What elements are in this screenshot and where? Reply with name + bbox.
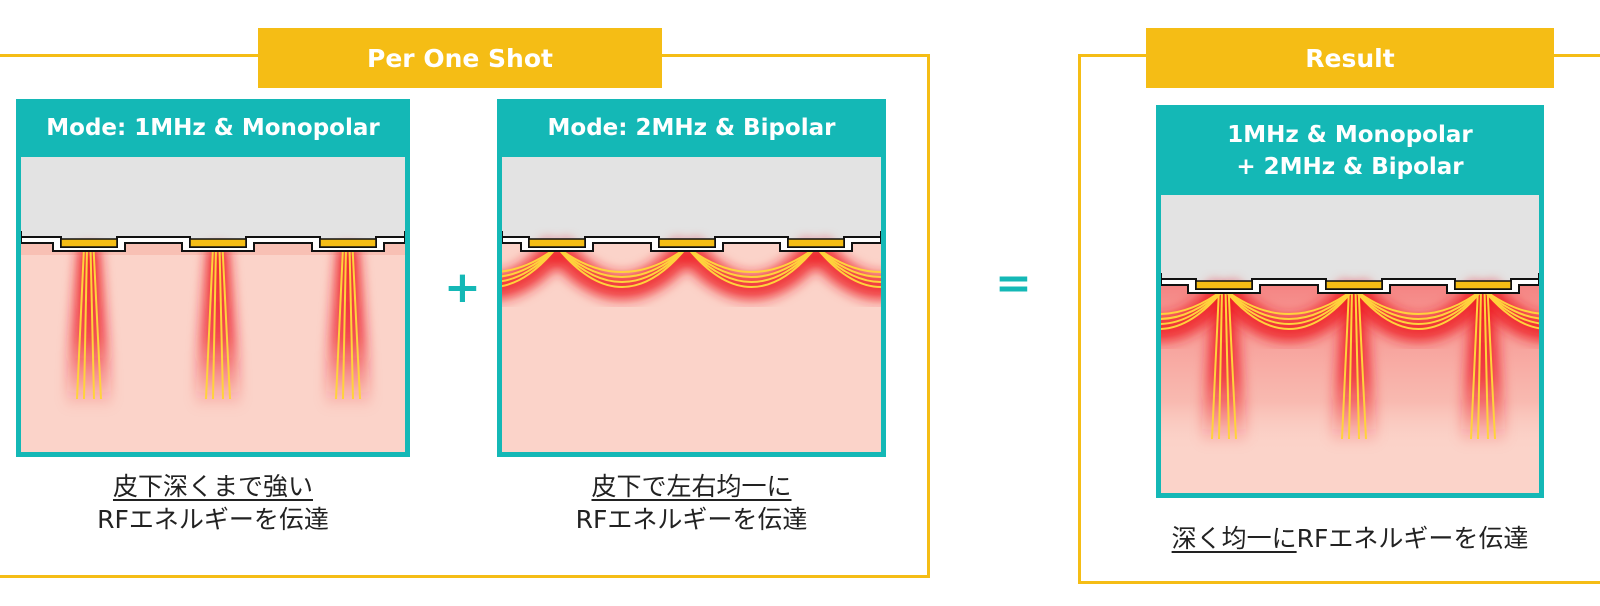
combined-result-panel: 1MHz & Monopolar + 2MHz & Bipolar xyxy=(1156,105,1544,498)
bipolar-panel: Mode: 2MHz & Bipolar xyxy=(497,99,886,457)
caption-line-2: RFエネルギーを伝達 xyxy=(575,505,808,534)
caption-line-1: 皮下深くまで強い xyxy=(112,472,313,501)
rf-line xyxy=(815,246,881,278)
rf-line xyxy=(686,246,817,288)
rf-line xyxy=(1161,288,1225,325)
rf-line xyxy=(815,246,881,273)
rf-line xyxy=(686,246,817,278)
rf-line xyxy=(76,246,85,400)
rf-line xyxy=(1341,288,1350,440)
rf-line xyxy=(686,246,817,273)
rf-line xyxy=(1483,288,1489,440)
rf-line xyxy=(1161,288,1225,330)
electrode-icon xyxy=(1195,280,1253,290)
rf-line xyxy=(1223,288,1355,315)
caption-line-2: RFエネルギーを伝達 xyxy=(97,505,329,534)
rf-line xyxy=(1482,288,1539,320)
caption-underlined: 深く均一に xyxy=(1171,524,1297,553)
rf-line xyxy=(502,246,558,273)
panel-title: Mode: 2MHz & Bipolar xyxy=(547,115,836,141)
per-one-shot-label: Per One Shot xyxy=(258,28,662,88)
rf-line xyxy=(1353,288,1484,325)
rf-line xyxy=(1348,288,1353,440)
rf-line xyxy=(342,246,347,400)
panel-title-line-1: 1MHz & Monopolar xyxy=(1227,122,1473,148)
electrode-icon xyxy=(528,238,586,248)
rf-line xyxy=(1354,288,1360,440)
result-caption: 深く均一にRFエネルギーを伝達 xyxy=(1126,522,1574,555)
plus-operator: + xyxy=(444,262,481,313)
rf-line xyxy=(1227,288,1237,440)
caption-rest: RFエネルギーを伝達 xyxy=(1296,524,1529,553)
rf-energy-icon xyxy=(65,247,113,409)
rf-energy-icon xyxy=(324,247,372,409)
rf-line xyxy=(1482,288,1539,330)
rf-line xyxy=(1482,288,1539,315)
rf-line xyxy=(205,246,214,400)
bipolar-caption: 皮下で左右均一に RFエネルギーを伝達 xyxy=(497,470,886,536)
electrode-icon xyxy=(1454,280,1512,290)
rf-line xyxy=(815,246,881,288)
rf-line xyxy=(348,246,354,400)
rf-line xyxy=(83,246,88,400)
electrode-icon xyxy=(189,238,247,248)
rf-line xyxy=(1353,288,1484,320)
rf-line xyxy=(1357,288,1367,440)
rf-line xyxy=(1223,288,1355,325)
electrode-icon xyxy=(658,238,716,248)
electrode-icon xyxy=(319,238,377,248)
rf-line xyxy=(1218,288,1223,440)
rf-line xyxy=(1353,288,1484,330)
electrode-icon xyxy=(1325,280,1383,290)
rf-energy-icon xyxy=(194,247,242,409)
rf-line xyxy=(686,246,817,283)
rf-line xyxy=(1161,288,1225,315)
rf-line xyxy=(1224,288,1230,440)
rf-line xyxy=(556,246,688,273)
rf-line xyxy=(89,246,95,400)
panel-title: 1MHz & Monopolar + 2MHz & Bipolar xyxy=(1156,105,1544,195)
rf-energy-icon xyxy=(1200,289,1248,446)
rf-line xyxy=(335,246,344,400)
rf-line xyxy=(1486,288,1496,440)
rf-line xyxy=(218,246,224,400)
rf-energy-icon xyxy=(1330,289,1378,446)
rf-line xyxy=(556,246,688,283)
equals-operator: = xyxy=(995,258,1032,309)
rf-line xyxy=(1161,288,1225,320)
rf-line xyxy=(212,246,217,400)
rf-line xyxy=(1353,288,1484,315)
monopolar-diagram xyxy=(21,157,405,452)
monopolar-caption: 皮下深くまで強い RFエネルギーを伝達 xyxy=(16,470,410,536)
rf-line xyxy=(556,246,688,288)
rf-line xyxy=(1223,288,1355,320)
rf-line xyxy=(221,246,231,400)
bipolar-diagram xyxy=(502,157,881,452)
panel-title: Mode: 1MHz & Monopolar xyxy=(46,115,380,141)
monopolar-panel: Mode: 1MHz & Monopolar xyxy=(16,99,410,457)
electrode-icon xyxy=(787,238,845,248)
electrode-icon xyxy=(60,238,118,248)
rf-line xyxy=(92,246,102,400)
rf-line xyxy=(502,246,558,278)
rf-energy-icon xyxy=(1459,289,1507,446)
rf-line xyxy=(1477,288,1482,440)
rf-line xyxy=(556,246,688,278)
rf-line xyxy=(815,246,881,283)
combined-diagram xyxy=(1161,195,1539,493)
rf-line xyxy=(1223,288,1355,330)
rf-line xyxy=(502,246,558,283)
rf-line xyxy=(1211,288,1220,440)
rf-line xyxy=(351,246,361,400)
rf-line xyxy=(1470,288,1479,440)
rf-line xyxy=(502,246,558,288)
result-label: Result xyxy=(1146,28,1554,88)
caption-line-1: 皮下で左右均一に xyxy=(591,472,792,501)
rf-line xyxy=(1482,288,1539,325)
panel-title-line-2: + 2MHz & Bipolar xyxy=(1236,154,1464,180)
